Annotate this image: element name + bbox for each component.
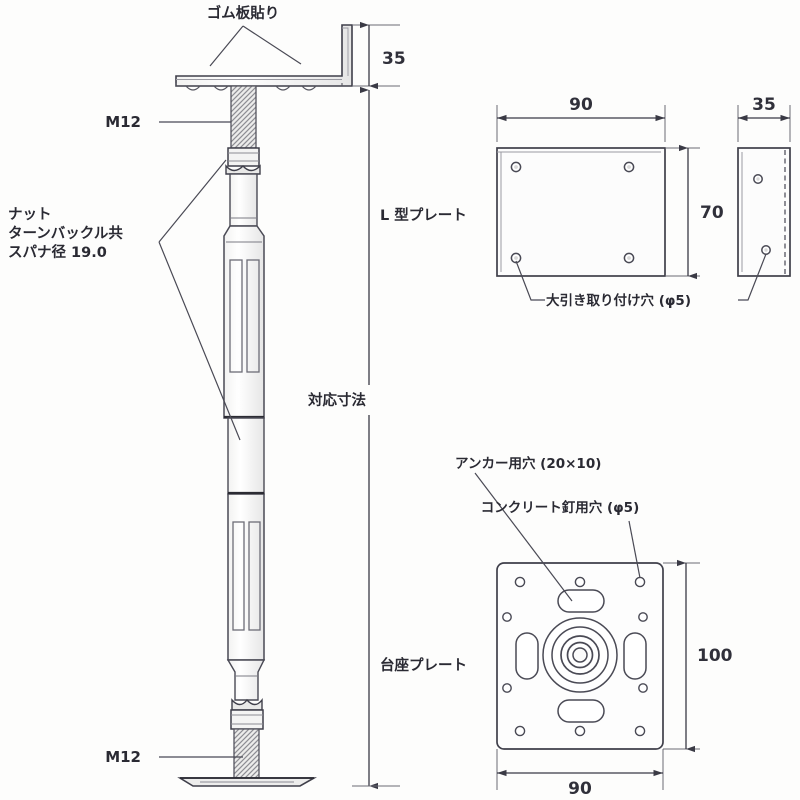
base-plate-plan-view — [496, 562, 664, 750]
base-plate-height-dimension: 100 — [663, 559, 733, 753]
l-plate-front-outline — [496, 147, 666, 277]
concrete-nail-hole-label: コンクリート釘用穴 (φ5) — [481, 499, 640, 516]
nail-hole-t2 — [574, 576, 586, 588]
lower-nut — [230, 709, 264, 730]
nail-hole-br2 — [638, 683, 648, 693]
l-plate-height-dimension: 35 — [352, 21, 406, 90]
nail-hole-leader — [628, 520, 641, 579]
turnbuckle-lower-slot-left — [232, 521, 245, 631]
anchor-slot-right — [623, 632, 647, 680]
dim-35-text: 35 — [382, 49, 406, 69]
l-plate-pad-4 — [301, 85, 317, 91]
nail-hole-bl2 — [502, 683, 512, 693]
dim-100-text: 100 — [697, 646, 733, 666]
l-plate-front-view — [496, 147, 666, 277]
lower-nut-facets — [231, 714, 263, 725]
turnbuckle-lower-slot-right — [248, 521, 261, 631]
upper-nut-facets — [228, 152, 259, 162]
l-plate-front-inner — [497, 151, 661, 272]
thread-lower — [233, 728, 260, 779]
joist-hole-bl-center — [514, 256, 518, 260]
anchor-hole-label: アンカー用穴 (20×10) — [455, 455, 601, 472]
nail-hole-mr — [638, 612, 648, 622]
l-plate-side-outline — [737, 147, 791, 277]
l-plate-leg-inner — [342, 27, 349, 76]
dim-90-lplate-text: 90 — [569, 95, 593, 115]
dim-35-depth-text: 35 — [752, 95, 776, 115]
nut-leader — [158, 159, 241, 441]
turnbuckle-upper-slot-left — [229, 259, 243, 373]
rubber-sheet-label: ゴム板貼り — [207, 4, 280, 22]
rubber-sheet-leader — [209, 25, 302, 67]
l-plate-edges — [175, 83, 343, 86]
joist-hole-tl-center — [514, 165, 518, 169]
l-plate-width-dimension: 90 — [496, 95, 666, 142]
main-view-leaders — [158, 25, 302, 758]
main-elevation-view — [175, 24, 353, 787]
l-plate-pad-2 — [213, 85, 229, 91]
upper-threaded-rod — [230, 85, 257, 149]
turnbuckle-upper-slot-right — [246, 259, 260, 373]
nail-hole-ml — [502, 612, 512, 622]
l-plate-face-height-dimension: 70 — [665, 144, 724, 280]
nail-hole-b1 — [514, 725, 526, 737]
thread-upper — [230, 85, 257, 149]
span-dimension-label: 対応寸法 — [307, 391, 366, 409]
l-plate-pad-1 — [185, 85, 201, 91]
nail-hole-b2 — [574, 725, 586, 737]
upper-collar — [225, 164, 261, 175]
dim-70-text: 70 — [700, 203, 724, 223]
anchor-slot-left — [515, 632, 539, 680]
lower-nut-assembly — [230, 697, 264, 730]
turnbuckle-upper-neck — [229, 173, 258, 227]
upper-nut — [227, 147, 260, 167]
turnbuckle-lower-top — [227, 417, 265, 495]
l-plate-pad-3 — [275, 85, 291, 91]
lower-collar — [231, 697, 263, 711]
joist-hole-br-center — [627, 256, 631, 260]
joist-hole-tr-center — [627, 165, 631, 169]
upper-turnbuckle-body — [223, 173, 265, 419]
turnbuckle-lower-neck — [226, 659, 266, 701]
lower-threaded-rod — [177, 728, 318, 787]
dim-90-base-text: 90 — [568, 779, 592, 799]
nail-hole-b3 — [634, 725, 646, 737]
side-hole-bottom-center — [764, 248, 768, 252]
upper-nut-assembly — [225, 147, 261, 175]
overall-span-dimension: 対応寸法 — [307, 86, 400, 790]
base-plate-leaders — [474, 472, 641, 602]
nut-label-line2: ターンバックル共 — [8, 225, 123, 242]
nut-label-line3: スパナ径 19.0 — [8, 243, 107, 261]
base-plate-label: 台座プレート — [380, 656, 467, 674]
l-plate-depth-dimension: 35 — [737, 95, 791, 142]
anchor-hole-leader — [474, 472, 573, 602]
base-plate-width-dimension: 90 — [496, 749, 664, 799]
m12-bottom-label: M12 — [105, 748, 141, 766]
nail-hole-t3 — [634, 576, 646, 588]
joist-hole-leader-right — [738, 253, 767, 301]
anchor-slot-bottom — [557, 699, 605, 723]
joist-hole-label: 大引き取り付け穴 (φ5) — [546, 292, 691, 309]
lower-turnbuckle-body — [226, 417, 266, 701]
joist-hole-leaders — [515, 253, 767, 301]
m12-top-label: M12 — [105, 113, 141, 131]
nail-hole-t1 — [514, 576, 526, 588]
anchor-slot-top — [557, 589, 605, 613]
joist-hole-leader-left — [515, 260, 545, 301]
side-hole-top-center — [756, 177, 760, 181]
l-plate-side-view — [737, 147, 791, 277]
nut-label-line1: ナット — [8, 206, 52, 223]
center-bore — [572, 647, 588, 663]
l-plate-label: L 型プレート — [380, 206, 467, 224]
